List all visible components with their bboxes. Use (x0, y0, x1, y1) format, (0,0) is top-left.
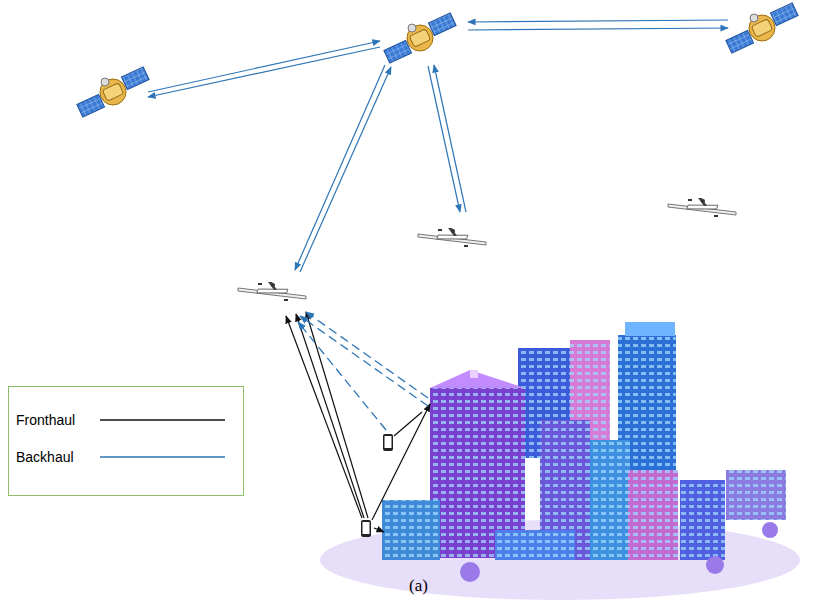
legend-line-sample (100, 419, 225, 421)
figure-caption: (a) (409, 576, 428, 596)
uav (238, 280, 306, 303)
satellite (77, 67, 149, 117)
backhaul-dashed (298, 312, 428, 430)
satellite (726, 3, 798, 53)
user-phone (383, 434, 393, 451)
legend-label: Fronthaul (16, 412, 75, 428)
legend-line-sample (100, 456, 225, 458)
user-phone (361, 520, 371, 537)
backhaul-links (148, 20, 728, 272)
city-buildings (320, 322, 800, 600)
legend-label: Backhaul (16, 449, 74, 465)
fronthaul-links (286, 312, 430, 532)
satellite (384, 13, 456, 63)
legend-box (8, 386, 244, 496)
uav (418, 226, 486, 249)
uav (668, 196, 736, 219)
